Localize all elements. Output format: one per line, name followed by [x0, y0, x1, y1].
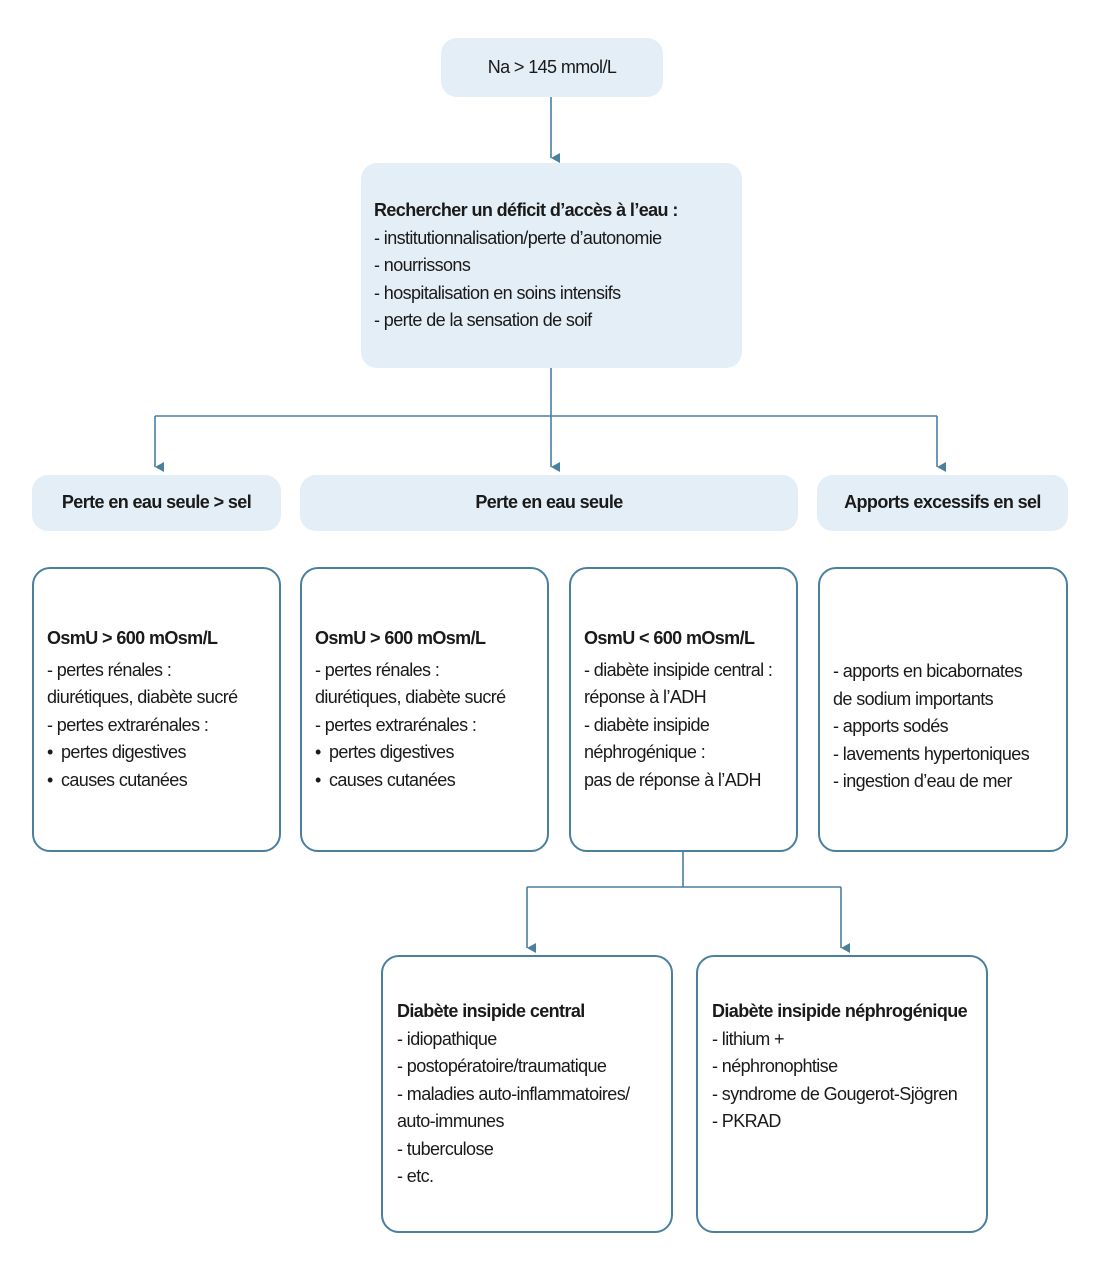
osmu-high-box-2: OsmU > 600 mOsm/L - pertes rénales : diu… — [300, 567, 549, 852]
nephro-item: - PKRAD — [712, 1111, 781, 1131]
central-item: - idiopathique — [397, 1028, 497, 1049]
sodium-threshold-label: Na > 145 mmol/L — [487, 56, 617, 77]
nephro-item: - syndrome de Gougerot-Sjögren — [712, 1083, 958, 1104]
salt-item: de sodium importants — [833, 688, 994, 709]
bullet-item: causes cutanées — [315, 767, 547, 795]
deficit-item: - hospitalisation en soins intensifs — [374, 282, 621, 303]
category-water-loss-only: Perte en eau seule — [300, 475, 798, 531]
salt-item: - ingestion d’eau de mer — [833, 771, 1012, 791]
salt-item: - lavements hypertoniques — [833, 743, 1030, 764]
salt-item: - apports sodés — [833, 716, 949, 736]
renal-losses: - pertes rénales : — [315, 659, 440, 680]
central-item: - etc. — [397, 1166, 434, 1186]
water-access-deficit-box: Rechercher un déficit d’accès à l’eau : … — [361, 163, 742, 368]
osmu-title: OsmU < 600 mOsm/L — [584, 628, 755, 648]
sodium-threshold-box: Na > 145 mmol/L — [441, 38, 663, 97]
nephro-title: Diabète insipide néphrogénique — [712, 1001, 968, 1021]
bullet-item: pertes digestives — [315, 739, 547, 767]
category-label: Perte en eau seule — [475, 492, 623, 513]
central-item: - tuberculose — [397, 1138, 494, 1159]
insipidus-item: - diabète insipide central : — [584, 659, 773, 680]
category-excess-salt-intake: Apports excessifs en sel — [817, 475, 1068, 531]
extrarenal-losses: - pertes extrarénales : — [47, 714, 209, 735]
bullet-item: causes cutanées — [47, 767, 279, 795]
central-item: - postopératoire/traumatique — [397, 1056, 607, 1076]
insipidus-item: pas de réponse à l’ADH — [584, 769, 762, 790]
water-access-deficit-title: Rechercher un déficit d’accès à l’eau : — [374, 200, 678, 220]
category-water-loss-gt-salt: Perte en eau seule > sel — [32, 475, 281, 531]
bullet-item: pertes digestives — [47, 739, 279, 767]
deficit-item: - institutionnalisation/perte d’autonomi… — [374, 227, 662, 248]
osmu-high-box-1: OsmU > 600 mOsm/L - pertes rénales : diu… — [32, 567, 281, 852]
insipidus-item: - diabète insipide — [584, 714, 710, 735]
central-title: Diabète insipide central — [397, 1001, 585, 1021]
central-item: - maladies auto-inflammatoires/ — [397, 1083, 630, 1104]
nephro-item: - lithium + — [712, 1028, 785, 1049]
salt-item: - apports en bicabornates — [833, 661, 1023, 681]
deficit-item: - perte de la sensation de soif — [374, 310, 592, 330]
central-item: auto-immunes — [397, 1111, 504, 1131]
renal-causes: diurétiques, diabète sucré — [47, 687, 238, 707]
category-label: Apports excessifs en sel — [844, 492, 1041, 513]
osmu-title: OsmU > 600 mOsm/L — [47, 628, 218, 648]
renal-losses: - pertes rénales : — [47, 659, 172, 680]
extrarenal-losses: - pertes extrarénales : — [315, 714, 477, 735]
osmu-title: OsmU > 600 mOsm/L — [315, 628, 486, 648]
excess-salt-box: - apports en bicabornates de sodium impo… — [818, 567, 1068, 852]
nephro-item: - néphronophtise — [712, 1056, 838, 1076]
nephrogenic-diabetes-insipidus-box: Diabète insipide néphrogénique - lithium… — [696, 955, 988, 1233]
central-diabetes-insipidus-box: Diabète insipide central - idiopathique … — [381, 955, 673, 1233]
deficit-item: - nourrissons — [374, 255, 471, 275]
category-label: Perte en eau seule > sel — [61, 492, 252, 513]
insipidus-item: réponse à l’ADH — [584, 687, 707, 707]
insipidus-item: néphrogénique : — [584, 742, 706, 762]
osmu-low-box: OsmU < 600 mOsm/L - diabète insipide cen… — [569, 567, 798, 852]
renal-causes: diurétiques, diabète sucré — [315, 687, 506, 707]
